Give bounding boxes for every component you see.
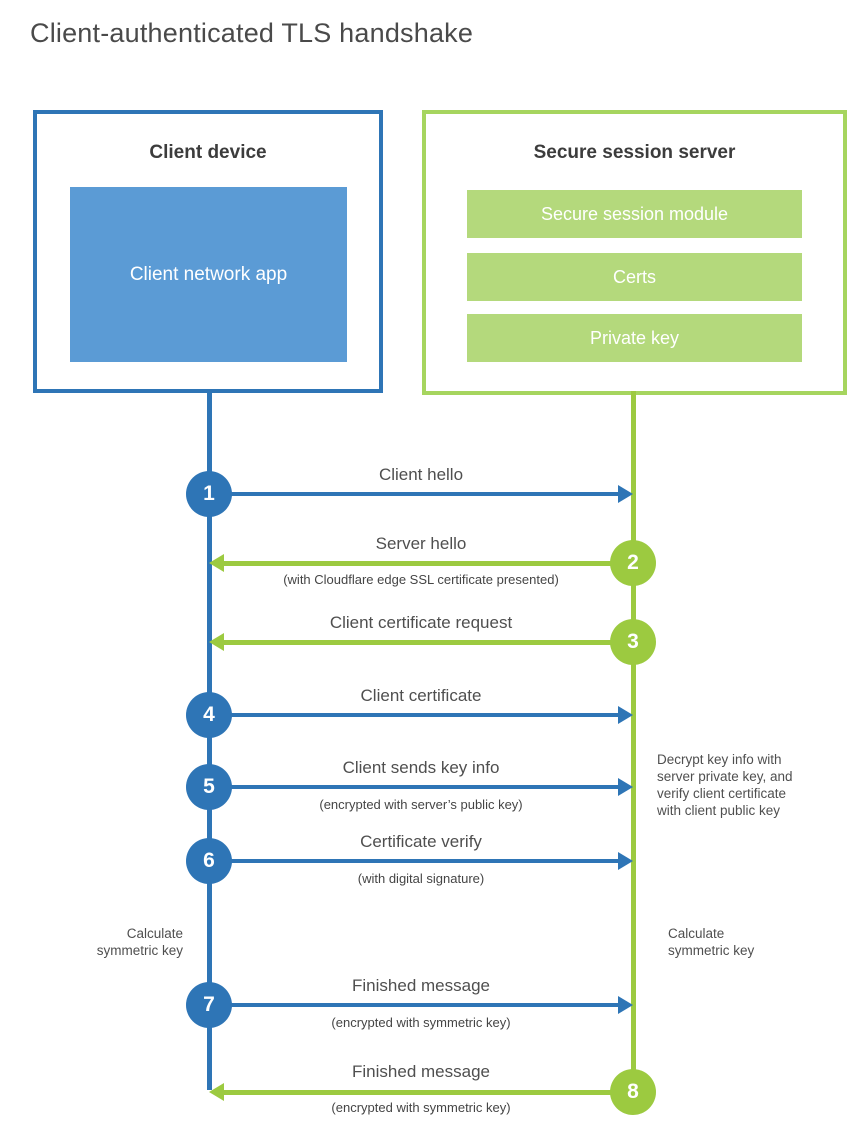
server-lifeline (631, 391, 636, 1097)
step-2-arrowhead-icon (209, 554, 224, 572)
step-7-badge: 7 (186, 982, 232, 1028)
step-7-arrow-shaft (209, 1003, 619, 1007)
step-3-badge: 3 (610, 619, 656, 665)
step-2-arrow-shaft (223, 561, 633, 566)
step-4-arrow-shaft (209, 713, 619, 717)
secure-session-server-title: Secure session server (533, 142, 736, 163)
client-network-app-box: Client network app (70, 187, 347, 362)
step-8-arrow-shaft (223, 1090, 633, 1095)
step-1-badge: 1 (186, 471, 232, 517)
step-4-arrowhead-icon (618, 706, 633, 724)
step-5-arrow-shaft (209, 785, 619, 789)
step-2-badge: 2 (610, 540, 656, 586)
step-4-badge: 4 (186, 692, 232, 738)
calculate-symmetric-key-note-server: Calculate symmetric key (668, 926, 755, 958)
client-device-title: Client device (149, 142, 267, 163)
server-module-private-key-label: Private key (589, 327, 680, 348)
step-1-arrowhead-icon (618, 485, 633, 503)
step-7-sublabel: (encrypted with symmetric key) (331, 1015, 511, 1030)
step-5-arrowhead-icon (618, 778, 633, 796)
step-7-arrowhead-icon (618, 996, 633, 1014)
step-6-arrow-shaft (209, 859, 619, 863)
secure-session-server-box: Secure session server Secure session mod… (422, 110, 847, 395)
step-6-arrowhead-icon (618, 852, 633, 870)
server-module-certs: Certs (467, 253, 802, 301)
step-5-label: Client sends key info (342, 758, 500, 777)
server-module-certs-label: Certs (612, 266, 656, 287)
server-module-secure-session-label: Secure session module (540, 203, 729, 224)
step-2-sublabel: (with Cloudflare edge SSL certificate pr… (283, 572, 559, 587)
step-5-sublabel: (encrypted with server’s public key) (319, 797, 523, 812)
client-device-box: Client device Client network app (33, 110, 383, 393)
calculate-symmetric-key-note-client: Calculate symmetric key (96, 926, 183, 958)
step-8-sublabel: (encrypted with symmetric key) (331, 1100, 511, 1115)
decrypt-key-info-note: Decrypt key info with server private key… (657, 752, 793, 818)
step-4-label: Client certificate (360, 686, 482, 705)
step-1-label: Client hello (378, 465, 464, 484)
server-module-private-key: Private key (467, 314, 802, 362)
step-5-badge: 5 (186, 764, 232, 810)
step-8-arrowhead-icon (209, 1083, 224, 1101)
step-6-label: Certificate verify (360, 832, 482, 851)
step-8-badge: 8 (610, 1069, 656, 1115)
step-8-label: Finished message (352, 1062, 490, 1081)
step-2-label: Server hello (375, 534, 467, 553)
step-6-sublabel: (with digital signature) (357, 871, 485, 886)
client-lifeline (207, 391, 212, 1090)
step-3-arrow-shaft (223, 640, 633, 645)
server-module-secure-session: Secure session module (467, 190, 802, 238)
step-3-arrowhead-icon (209, 633, 224, 651)
step-3-label: Client certificate request (329, 613, 513, 632)
step-7-label: Finished message (352, 976, 490, 995)
step-6-badge: 6 (186, 838, 232, 884)
client-network-app-label: Client network app (129, 263, 288, 285)
step-1-arrow-shaft (209, 492, 619, 496)
diagram-title: Client-authenticated TLS handshake (30, 18, 474, 48)
